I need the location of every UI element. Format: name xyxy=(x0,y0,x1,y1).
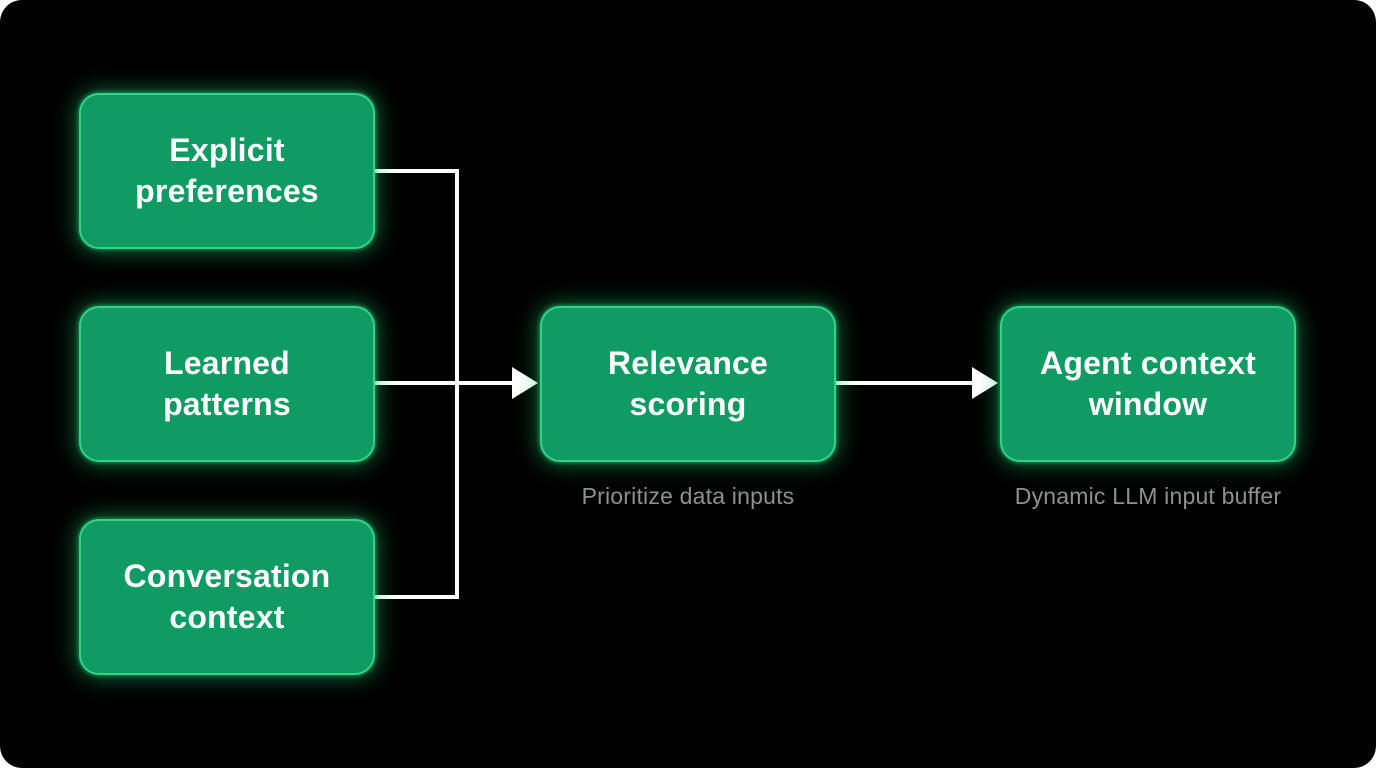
node-learned-patterns: Learned patterns xyxy=(79,306,375,462)
arrowhead-to-relevance xyxy=(512,367,538,399)
connector-explicit-to-bus xyxy=(375,169,459,383)
caption-relevance-scoring: Prioritize data inputs xyxy=(581,483,795,509)
node-label: Agent context window xyxy=(1040,345,1256,422)
arrowhead-to-agent xyxy=(972,367,998,399)
node-label: Relevance scoring xyxy=(607,345,769,422)
node-label: Learned patterns xyxy=(163,345,291,422)
node-explicit-preferences: Explicit preferences xyxy=(79,93,375,249)
node-agent-context-window: Agent context window xyxy=(1000,306,1296,462)
connector-conversation-to-bus xyxy=(375,383,459,599)
node-label: Conversation context xyxy=(123,558,331,635)
node-conversation-context: Conversation context xyxy=(79,519,375,675)
caption-agent-context-window: Dynamic LLM input buffer xyxy=(1014,483,1282,509)
node-relevance-scoring: Relevance scoring xyxy=(540,306,836,462)
node-label: Explicit preferences xyxy=(135,132,319,209)
